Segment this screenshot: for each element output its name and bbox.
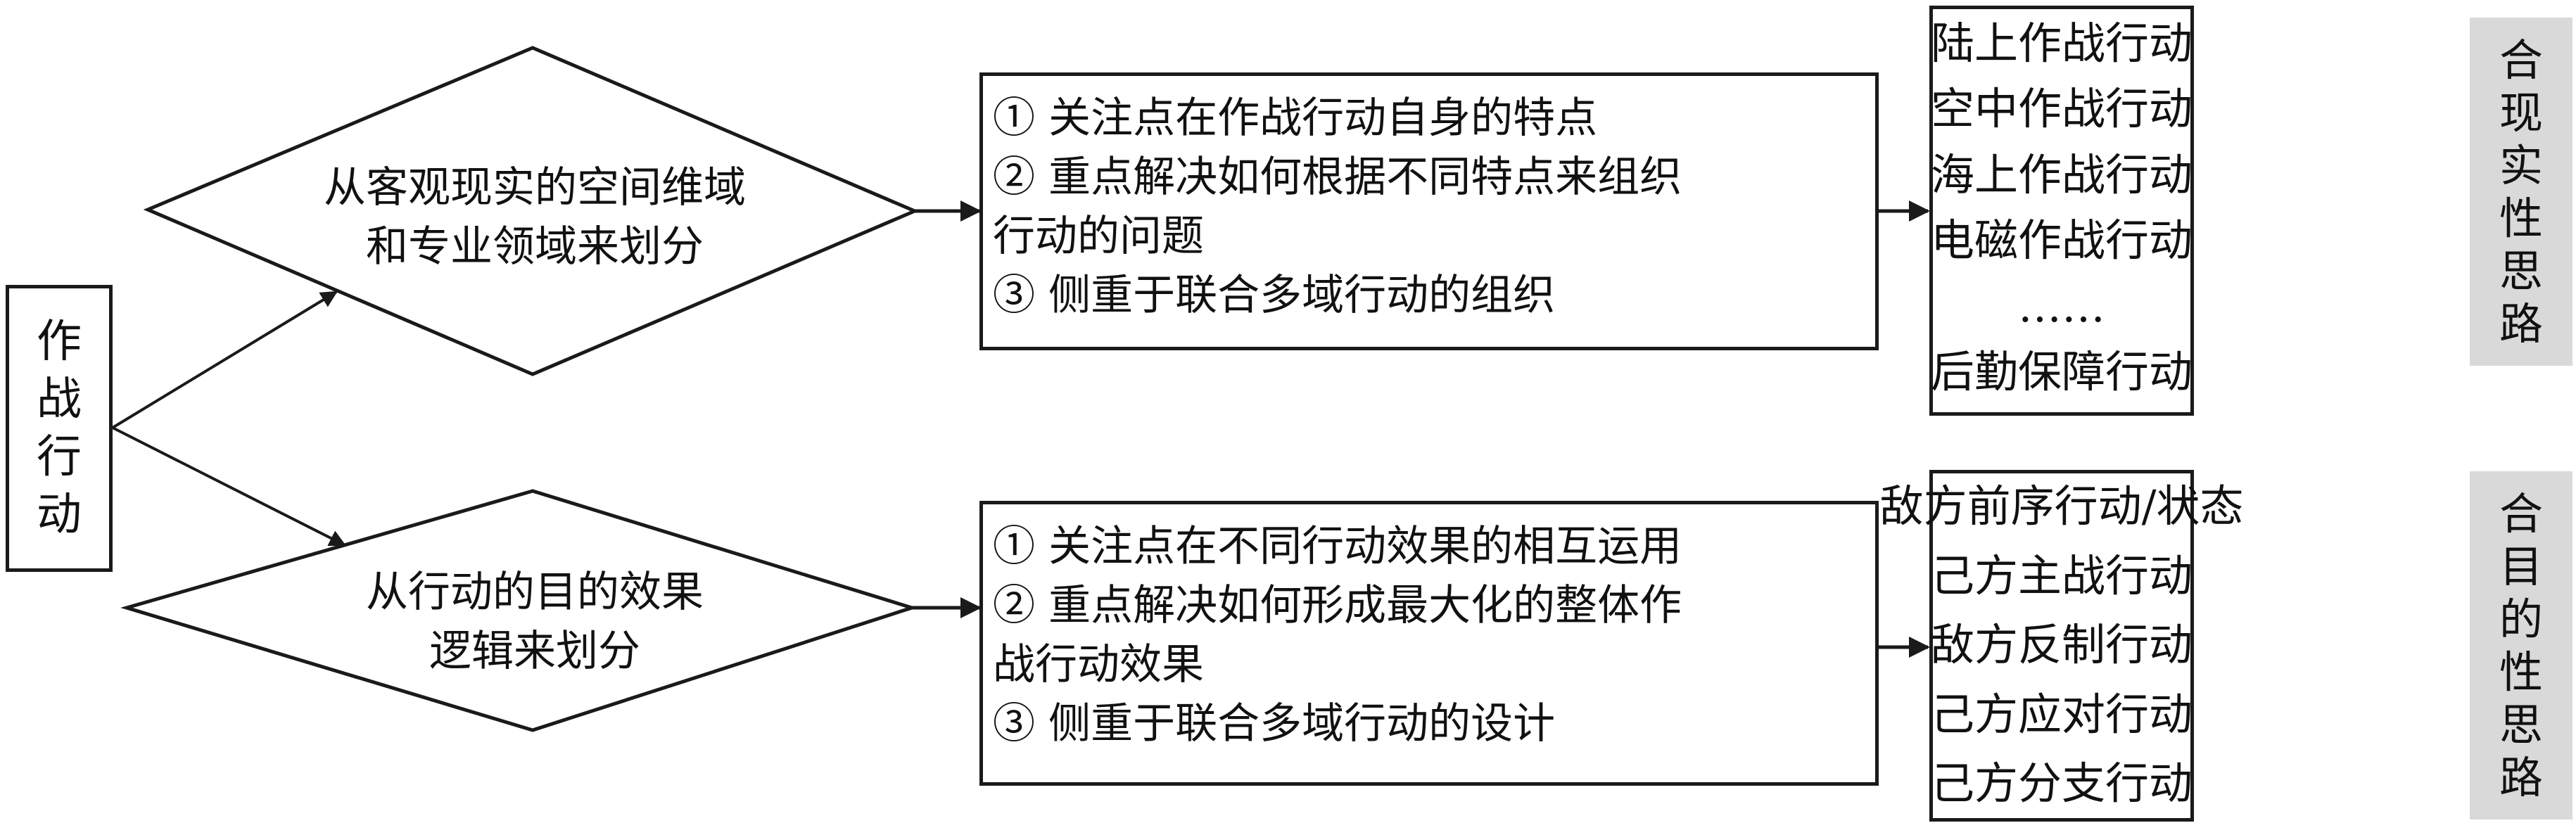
approach-tag-purpose: 合 目 的 性 思 路 <box>2470 471 2572 819</box>
tag-char: 性 <box>2499 646 2543 698</box>
description-box-spatial: ① 关注点在作战行动自身的特点 ② 重点解决如何根据不同特点来组织 行动的问题 … <box>979 72 1879 350</box>
example-item: 电磁作战行动 <box>1931 215 2193 267</box>
criterion-line: 逻辑来划分 <box>429 627 640 676</box>
tag-char: 思 <box>2499 698 2543 751</box>
tag-char: 现 <box>2499 87 2543 139</box>
tag-char: 合 <box>2499 34 2543 86</box>
description-line: 战行动效果 <box>993 640 1204 689</box>
example-item: 己方分支行动 <box>1931 758 2193 809</box>
criterion-line: 从行动的目的效果 <box>366 568 704 617</box>
example-item: 敌方反制行动 <box>1931 619 2193 670</box>
root-char: 作 <box>37 316 82 368</box>
tag-char: 合 <box>2499 487 2543 540</box>
example-item: 后勤保障行动 <box>1931 345 2193 397</box>
tag-char: 思 <box>2499 245 2543 297</box>
description-line: ① 关注点在不同行动效果的相互运用 <box>993 522 1682 571</box>
tag-char: 性 <box>2499 192 2543 244</box>
tag-char: 路 <box>2499 298 2543 350</box>
example-item: 己方主战行动 <box>1931 549 2193 601</box>
examples-box-purpose: 敌方前序行动/状态 己方主战行动 敌方反制行动 己方应对行动 己方分支行动 <box>1880 470 2243 822</box>
description-line: ① 关注点在作战行动自身的特点 <box>993 94 1598 143</box>
description-line: ③ 侧重于联合多域行动的设计 <box>993 699 1556 748</box>
tag-char: 路 <box>2499 751 2543 803</box>
description-line: ② 重点解决如何形成最大化的整体作 <box>993 581 1682 630</box>
criterion-line: 和专业领域来划分 <box>366 222 704 272</box>
example-item: 空中作战行动 <box>1931 83 2193 135</box>
arrow-root-to-spatial <box>111 291 338 429</box>
example-item: 敌方前序行动/状态 <box>1879 480 2244 532</box>
tag-char: 目 <box>2499 540 2543 592</box>
root-char: 行 <box>37 431 82 483</box>
criterion-text-spatial: 从客观现实的空间维域 和专业领域来划分 <box>303 158 767 276</box>
arrow-root-to-purpose <box>112 426 347 547</box>
examples-box-spatial: 陆上作战行动 空中作战行动 海上作战行动 电磁作战行动 …… 后勤保障行动 <box>1929 6 2194 416</box>
example-item: 陆上作战行动 <box>1931 18 2193 69</box>
criterion-text-purpose: 从行动的目的效果 逻辑来划分 <box>310 563 760 681</box>
description-line: ② 重点解决如何根据不同特点来组织 <box>993 153 1682 202</box>
description-box-purpose: ① 关注点在不同行动效果的相互运用 ② 重点解决如何形成最大化的整体作 战行动效… <box>979 501 1879 786</box>
root-node-combat-operations: 作 战 行 动 <box>6 285 113 572</box>
tag-char: 的 <box>2499 593 2543 645</box>
root-char: 动 <box>37 489 82 541</box>
approach-tag-reality: 合 现 实 性 思 路 <box>2470 18 2572 366</box>
tag-char: 实 <box>2499 139 2543 191</box>
description-line: 行动的问题 <box>993 212 1204 261</box>
example-item-ellipsis: …… <box>2018 280 2105 332</box>
criterion-line: 从客观现实的空间维域 <box>324 163 746 212</box>
root-char: 战 <box>37 374 82 426</box>
example-item: 己方应对行动 <box>1931 688 2193 740</box>
example-item: 海上作战行动 <box>1931 148 2193 200</box>
description-line: ③ 侧重于联合多域行动的组织 <box>993 271 1556 320</box>
